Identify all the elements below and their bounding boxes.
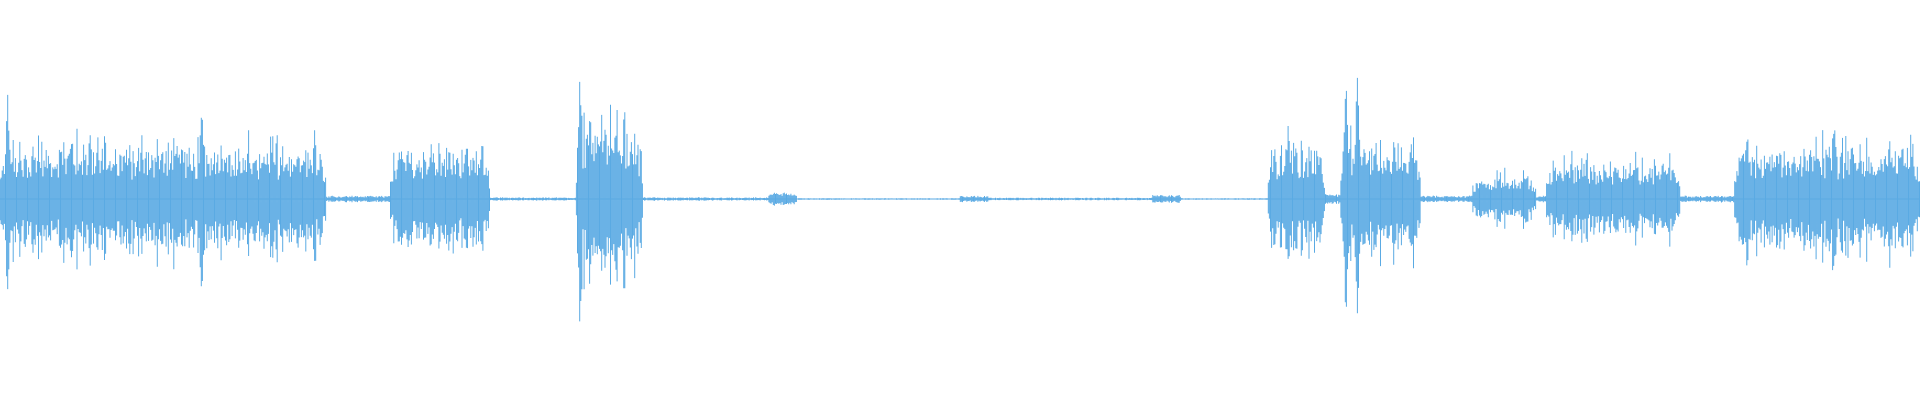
waveform-path (0, 77, 1920, 322)
